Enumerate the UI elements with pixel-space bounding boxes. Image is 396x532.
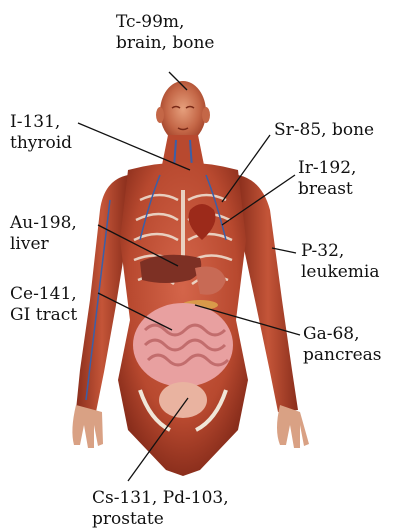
label-sr85: Sr-85, bone bbox=[274, 120, 374, 141]
right-arm bbox=[238, 175, 309, 448]
label-p32-line1: P-32, bbox=[301, 241, 380, 262]
label-ir192-line2: breast bbox=[298, 179, 356, 200]
label-tc99m-line1: Tc-99m, bbox=[116, 12, 214, 33]
label-ce141-line1: Ce-141, bbox=[10, 284, 77, 305]
intestines bbox=[133, 303, 233, 387]
head bbox=[156, 81, 210, 143]
label-ir192-line1: Ir-192, bbox=[298, 158, 356, 179]
liver bbox=[140, 255, 201, 283]
label-ir192: Ir-192, breast bbox=[298, 158, 356, 200]
label-i131-line1: I-131, bbox=[10, 112, 72, 133]
label-au198-line1: Au-198, bbox=[10, 213, 77, 234]
label-ce141-line2: GI tract bbox=[10, 305, 77, 326]
label-tc99m-line2: brain, bone bbox=[116, 33, 214, 54]
label-cs131: Cs-131, Pd-103, prostate bbox=[92, 488, 229, 530]
label-ga68-line1: Ga-68, bbox=[303, 324, 382, 345]
label-au198-line2: liver bbox=[10, 234, 77, 255]
label-i131: I-131, thyroid bbox=[10, 112, 72, 154]
label-p32-line2: leukemia bbox=[301, 262, 380, 283]
label-p32: P-32, leukemia bbox=[301, 241, 380, 283]
label-sr85-line1: Sr-85, bone bbox=[274, 120, 374, 141]
left-arm bbox=[72, 175, 128, 448]
label-i131-line2: thyroid bbox=[10, 133, 72, 154]
label-tc99m: Tc-99m, brain, bone bbox=[116, 12, 214, 54]
label-cs131-line2: prostate bbox=[92, 509, 229, 530]
label-au198: Au-198, liver bbox=[10, 213, 77, 255]
label-ce141: Ce-141, GI tract bbox=[10, 284, 77, 326]
label-ga68-line2: pancreas bbox=[303, 345, 382, 366]
label-ga68: Ga-68, pancreas bbox=[303, 324, 382, 366]
bladder bbox=[159, 382, 207, 418]
label-cs131-line1: Cs-131, Pd-103, bbox=[92, 488, 229, 509]
